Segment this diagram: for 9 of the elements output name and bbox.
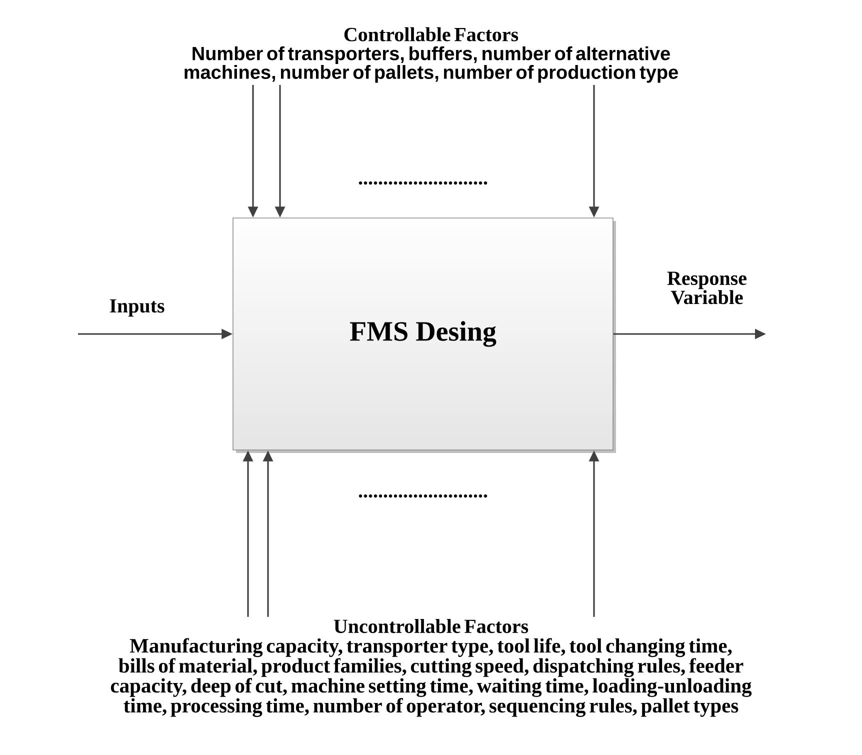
process-box: FMS Desing [232,218,616,453]
edge-label: Inputs [110,299,164,317]
ellipsis-dots: .......................... [358,494,488,498]
ellipsis-dots: .......................... [358,181,488,185]
heading: Controllable Factors [344,27,518,42]
heading: Uncontrollable Factors [334,619,528,634]
factor-list: Number of transporters, buffers, number of alternative machines, number of pallets, number of production type [184,46,678,83]
edge-label: Response Variable [667,272,746,304]
factor-list: Manufacturing capacity, transporter type, tool life, tool changing time, bills of material, product families, cutting speed, dispatching rules, feeder capacity, deep of cut, machine setting time, waiting time, loading-unloading time, processing time, number of operator, sequencing rules, pallet types [110,638,752,717]
